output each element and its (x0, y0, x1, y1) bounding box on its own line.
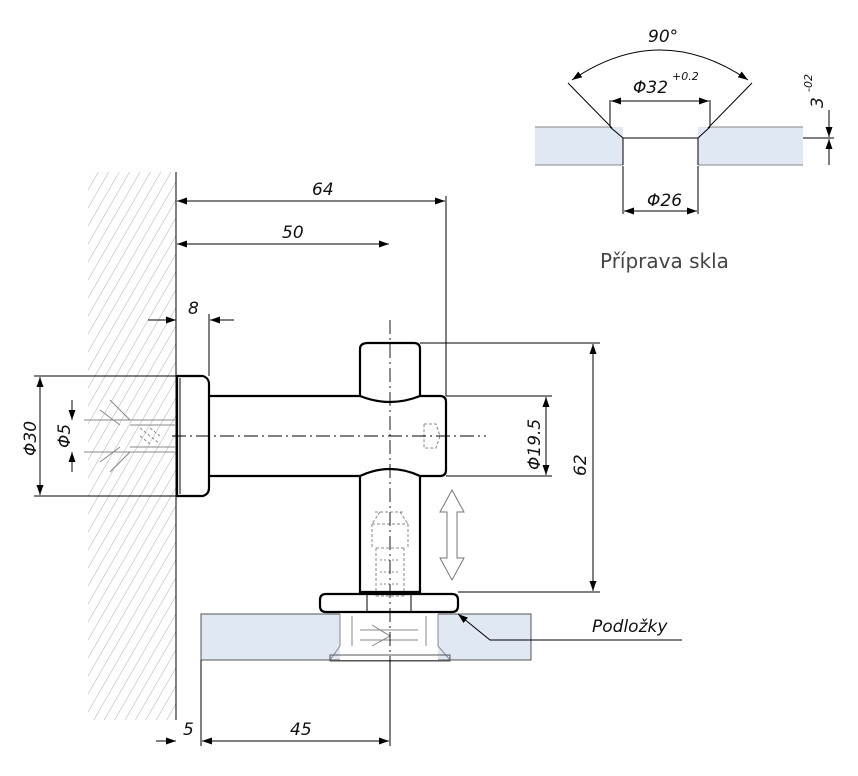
countersink-profile (609, 126, 711, 165)
dim-50: 50 (282, 223, 304, 243)
dim-64: 64 (312, 180, 334, 200)
base-nut (318, 592, 460, 614)
wall (88, 172, 177, 720)
dim-5: 5 (183, 720, 194, 740)
dim-phi19-5: Φ19.5 (525, 419, 545, 470)
dim-8: 8 (188, 299, 199, 319)
dim-phi30: Φ30 (21, 421, 41, 456)
countersink-dia-label: Φ32 (633, 78, 668, 98)
countersink-tolerance: +0.2 (672, 70, 699, 83)
dimensions: 64 50 8 Φ30 Φ5 Φ19.5 62 5 45 (21, 180, 600, 746)
detail-glass-right (698, 127, 803, 165)
angle-arc (571, 49, 749, 81)
detail-glass-left (535, 127, 623, 165)
adjustment-arrow (439, 488, 465, 582)
washers-callout: Podložky (457, 613, 682, 641)
glass-preparation-detail: 90° Φ32 +0.2 Φ26 3 -02 Příprava skla (535, 27, 834, 273)
dim-45: 45 (290, 720, 312, 740)
detail-title: Příprava skla (600, 249, 729, 273)
fitting (172, 320, 486, 660)
vertical-body (358, 341, 448, 594)
flange (175, 374, 211, 498)
horizontal-arm (209, 394, 360, 478)
glass-plate (200, 612, 532, 662)
hole-dia-label: Φ26 (647, 191, 682, 211)
wall-anchor (84, 399, 176, 473)
dim-phi5: Φ5 (55, 424, 75, 448)
washers-label: Podložky (592, 617, 668, 637)
depth-tolerance: -02 (802, 74, 815, 92)
angle-label: 90° (648, 27, 678, 47)
depth-label: 3 (808, 97, 828, 108)
dim-62: 62 (571, 454, 591, 476)
